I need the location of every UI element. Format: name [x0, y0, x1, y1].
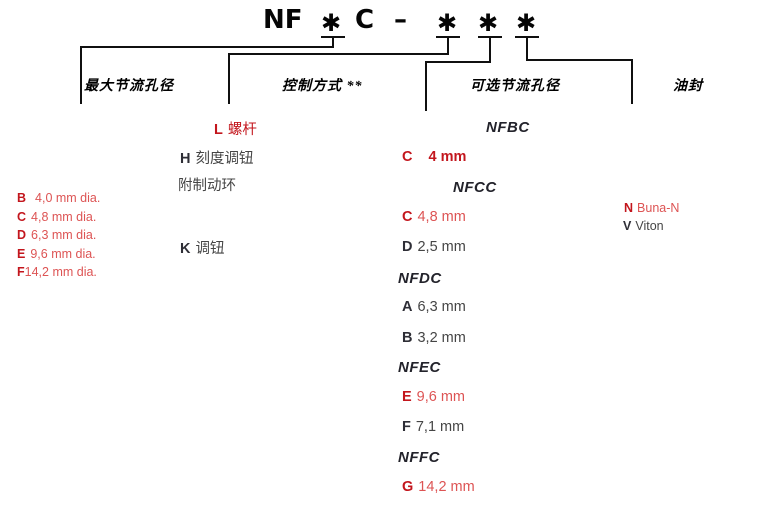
option-desc: 螺杆 — [227, 122, 257, 138]
model-dash: – — [394, 5, 407, 35]
connector-line — [80, 46, 82, 104]
control-option-h-note: 附制动环 — [178, 174, 236, 195]
option-code: B — [402, 330, 413, 346]
option-code: E — [402, 389, 412, 405]
star-placeholder-2: ✱ — [437, 9, 458, 37]
option-code: F — [402, 419, 411, 435]
connector-line — [631, 59, 633, 104]
connector-line — [332, 36, 334, 48]
branch-label-oil-seal: 油封 — [673, 79, 703, 94]
branch-label-control: 控制方式 ** — [282, 79, 363, 94]
option-desc: 2,5 mm — [417, 239, 466, 255]
option-code: E — [17, 246, 26, 261]
option-desc: 14,2 mm — [418, 479, 475, 495]
model-mid-letter: C — [355, 5, 375, 35]
max-orifice-item: C 4,8 mm dia. — [17, 208, 100, 227]
option-code: V — [623, 219, 632, 233]
max-orifice-item: E 9,6 mm dia. — [17, 245, 100, 264]
option-code: D — [17, 228, 27, 243]
option-desc: 9,6 mm — [416, 389, 466, 405]
option-code: H — [180, 151, 191, 167]
option-code: K — [180, 241, 191, 257]
option-code: G — [402, 479, 414, 495]
connector-line — [425, 61, 427, 111]
connector-line — [228, 53, 449, 55]
option-desc: 4,0 mm dia. — [35, 191, 101, 205]
option-desc: 4,8 mm — [417, 209, 466, 225]
max-orifice-item: B 4,0 mm dia. — [17, 189, 100, 208]
connector-line — [80, 46, 334, 48]
connector-line — [489, 36, 491, 63]
option-code: C — [17, 209, 27, 224]
connector-line — [228, 53, 230, 104]
option-code: C — [402, 209, 413, 225]
connector-line — [526, 59, 633, 61]
option-desc: 4 mm — [428, 149, 467, 165]
model-variant-nfbc: NFBC — [486, 119, 530, 136]
connector-line — [425, 61, 491, 63]
branch-label-optional-orifice: 可选节流孔径 — [470, 79, 560, 94]
star-placeholder-1: ✱ — [321, 9, 342, 37]
star-placeholder-4: ✱ — [516, 9, 537, 37]
model-variant-nfcc: NFCC — [453, 179, 497, 196]
option-code: B — [17, 191, 27, 205]
option-code: N — [624, 201, 634, 215]
option-desc: 附制动环 — [178, 178, 236, 194]
max-orifice-item: F14,2 mm dia. — [17, 263, 100, 282]
max-orifice-list: B 4,0 mm dia. C 4,8 mm dia. D 6,3 mm dia. E… — [17, 189, 100, 282]
connector-line — [447, 36, 449, 55]
connector-line — [526, 36, 528, 61]
max-orifice-item: D 6,3 mm dia. — [17, 226, 100, 245]
option-code: A — [402, 299, 413, 315]
option-desc: Viton — [635, 219, 664, 233]
star-placeholder-3: ✱ — [478, 9, 499, 37]
option-code: L — [214, 122, 223, 138]
option-desc: 6,3 mm dia. — [31, 228, 97, 243]
option-desc: 6,3 mm — [417, 299, 466, 315]
orifice-option: C 4 mm — [402, 149, 466, 165]
option-desc: 刻度调钮 — [195, 151, 254, 167]
model-variant-nffc: NFFC — [398, 449, 440, 466]
option-desc: 9,6 mm dia. — [30, 246, 96, 261]
option-desc: Buna-N — [637, 201, 680, 215]
option-code: C — [402, 149, 413, 165]
model-variant-nfdc: NFDC — [398, 270, 442, 287]
option-desc: 14,2 mm dia. — [24, 265, 97, 280]
option-desc: 3,2 mm — [417, 330, 466, 346]
option-code: F — [17, 265, 25, 280]
option-desc: 4,8 mm dia. — [31, 209, 97, 224]
option-code: D — [402, 239, 413, 255]
model-prefix: NF — [263, 5, 303, 35]
option-desc: 调钮 — [195, 241, 225, 257]
branch-label-max-orifice: 最大节流孔径 — [84, 79, 174, 94]
option-desc: 7,1 mm — [415, 419, 465, 435]
model-variant-nfec: NFEC — [398, 359, 441, 376]
